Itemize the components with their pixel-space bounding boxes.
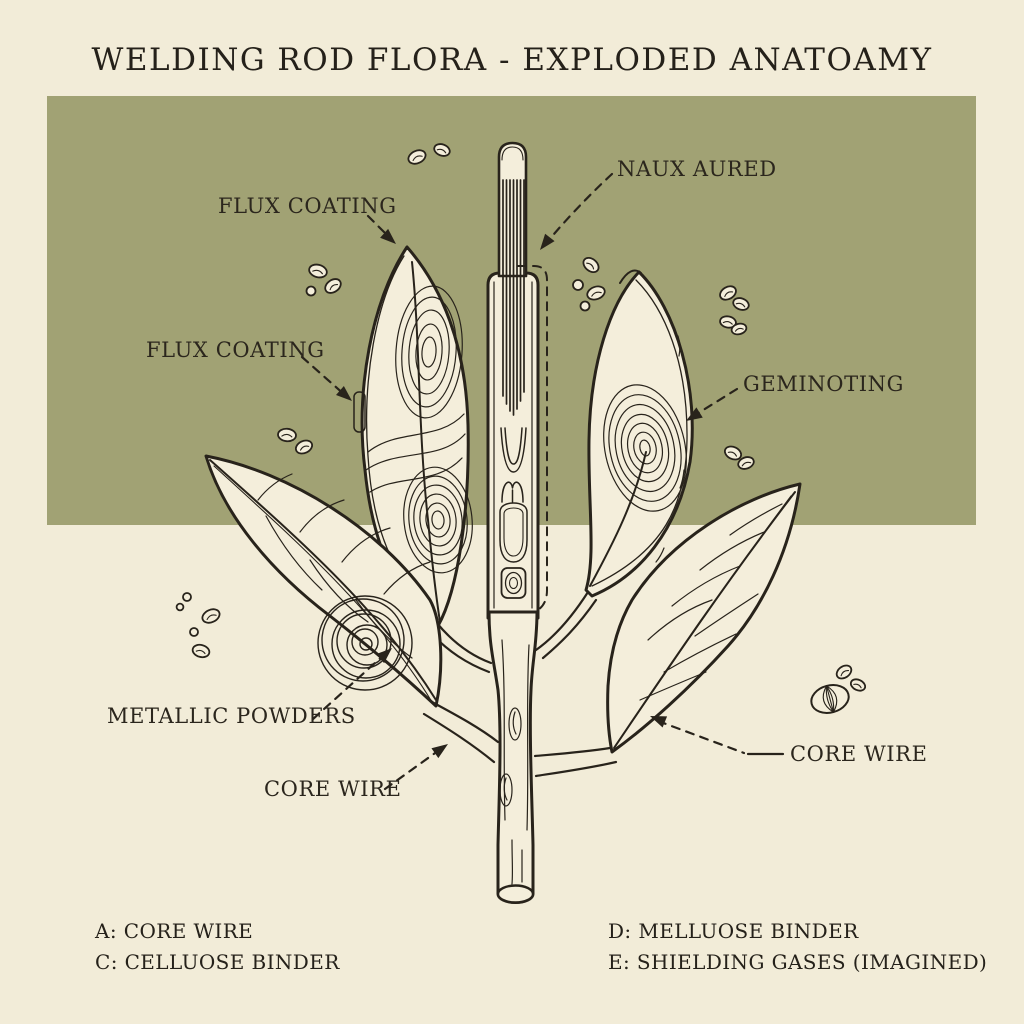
callout-geminoting: GEMINOTING: [743, 372, 904, 396]
leaf-lower-right: [533, 482, 802, 778]
leaf-upper-right: [534, 269, 694, 660]
callout-metallic-powders: METALLIC POWDERS: [107, 704, 356, 728]
callout-flux-coating-left: FLUX COATING: [146, 338, 325, 362]
stem-trunk: [487, 610, 539, 904]
leaf-lower-left: [204, 454, 500, 764]
arrow-heads: [335, 228, 703, 759]
binder-core-details: [499, 427, 528, 599]
dashed-highlight-box: [517, 265, 548, 615]
seed-pod: [810, 684, 850, 714]
callout-core-wire-left: CORE WIRE: [264, 777, 402, 801]
callout-core-wire-right: CORE WIRE: [790, 742, 928, 766]
legend-item-a: A: CORE WIRE: [95, 919, 254, 943]
legend-item-e: E: SHIELDING GASES (IMAGINED): [608, 950, 988, 974]
callout-flux-coating-top: FLUX COATING: [218, 194, 397, 218]
legend-item-d: D: MELLUOSE BINDER: [608, 919, 859, 943]
wire-strands: [502, 179, 525, 416]
metallic-powder-rings: [317, 595, 413, 691]
callout-naux-aured: NAUX AURED: [617, 157, 777, 181]
seeds: [175, 143, 867, 692]
legend-item-c: C: CELLUOSE BINDER: [95, 950, 340, 974]
page-title: WELDING ROD FLORA - EXPLODED ANATOAMY: [91, 42, 933, 78]
